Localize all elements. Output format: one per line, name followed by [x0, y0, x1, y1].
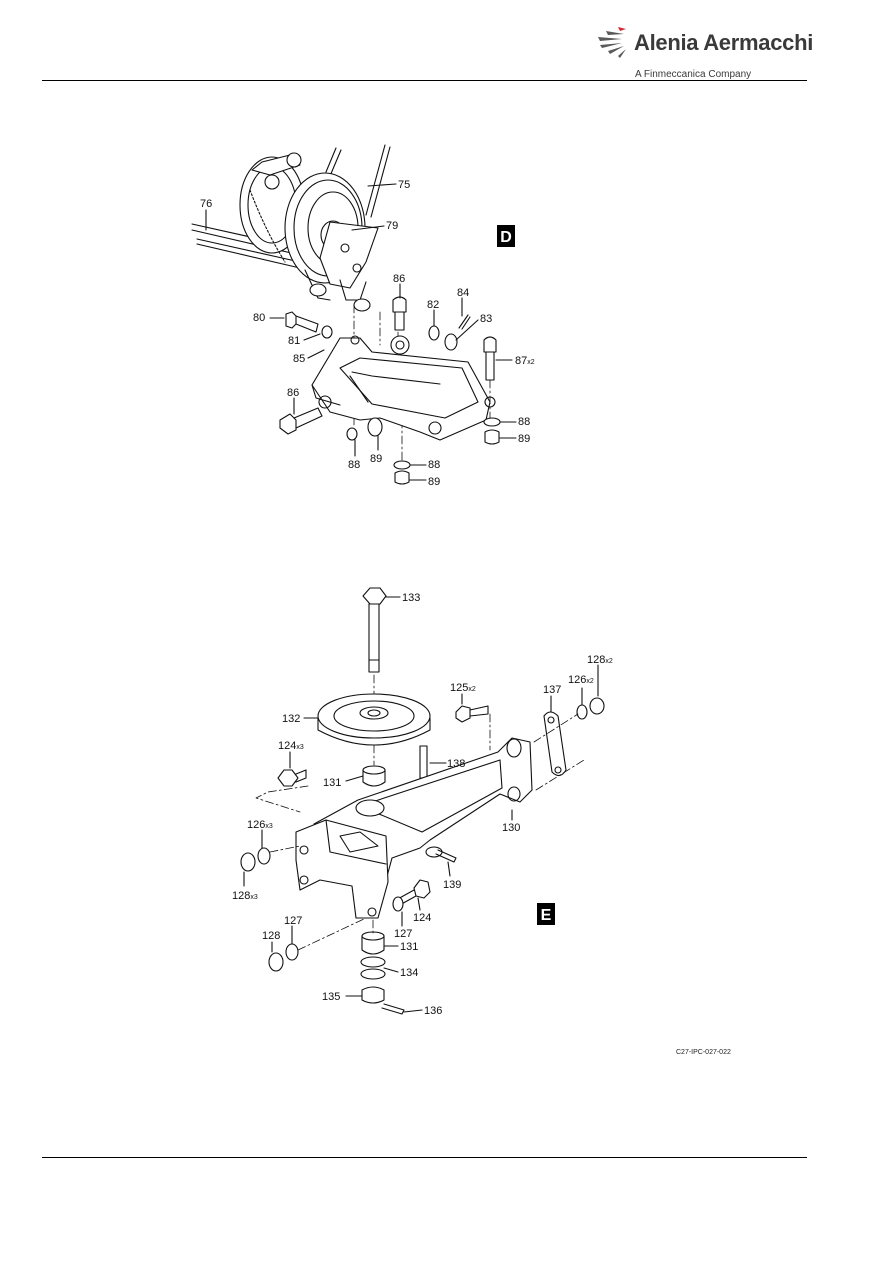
callout-75: 75	[398, 179, 410, 191]
callout-133: 133	[402, 592, 420, 604]
callout-134: 134	[400, 967, 418, 979]
callout-136: 136	[424, 1005, 442, 1017]
footer-rule	[42, 1157, 807, 1158]
view-e-badge	[537, 903, 555, 925]
logo-swoosh-icon	[598, 27, 626, 58]
callout-88-right: 88	[518, 416, 530, 428]
callout-131-top: 131	[323, 777, 341, 789]
callout-84: 84	[457, 287, 469, 299]
view-d-drawing	[191, 144, 517, 485]
callout-126-top: 126x2	[568, 674, 594, 686]
callout-131-bottom: 131	[400, 941, 418, 953]
callout-85: 85	[293, 353, 305, 365]
callout-125: 125x2	[450, 682, 476, 694]
callout-81: 81	[288, 335, 300, 347]
callout-138: 138	[447, 758, 465, 770]
view-e-letter: E	[541, 907, 552, 924]
header-rule	[42, 80, 807, 81]
callout-132: 132	[282, 713, 300, 725]
brand-logo: Alenia Aermacchi A Finmeccanica Company	[596, 25, 813, 80]
callout-130: 130	[502, 822, 520, 834]
callout-88-left: 88	[348, 459, 360, 471]
brand-name: Alenia Aermacchi	[634, 30, 814, 55]
callout-135: 135	[322, 991, 340, 1003]
callout-86-top: 86	[393, 273, 405, 285]
callout-86-bottom: 86	[287, 387, 299, 399]
callout-80: 80	[253, 312, 265, 324]
brand-subtitle: A Finmeccanica Company	[635, 69, 752, 80]
callout-139: 139	[443, 879, 461, 891]
callout-79: 79	[386, 220, 398, 232]
view-d-badge	[497, 225, 515, 247]
callout-127-left: 127	[284, 915, 302, 927]
callout-137: 137	[543, 684, 561, 696]
callout-83: 83	[480, 313, 492, 325]
callout-124-top: 124x3	[278, 740, 304, 752]
callout-126-left: 126x3	[247, 819, 273, 831]
callout-89-center: 89	[428, 476, 440, 488]
callout-89-right: 89	[518, 433, 530, 445]
callout-89-left: 89	[370, 453, 382, 465]
callout-88-center: 88	[428, 459, 440, 471]
callout-82: 82	[427, 299, 439, 311]
callout-128-bottom: 128	[262, 930, 280, 942]
callout-124-bottom: 124	[413, 912, 431, 924]
view-e-drawing	[240, 587, 605, 1015]
callout-128-top: 128x2	[587, 654, 613, 666]
callout-127-bottom: 127	[394, 928, 412, 940]
figure-id: C27-IPC-027-022	[676, 1049, 731, 1056]
callout-128-left: 128x3	[232, 890, 258, 902]
view-d-letter: D	[500, 229, 512, 246]
callout-76: 76	[200, 198, 212, 210]
callout-87: 87x2	[515, 355, 535, 367]
